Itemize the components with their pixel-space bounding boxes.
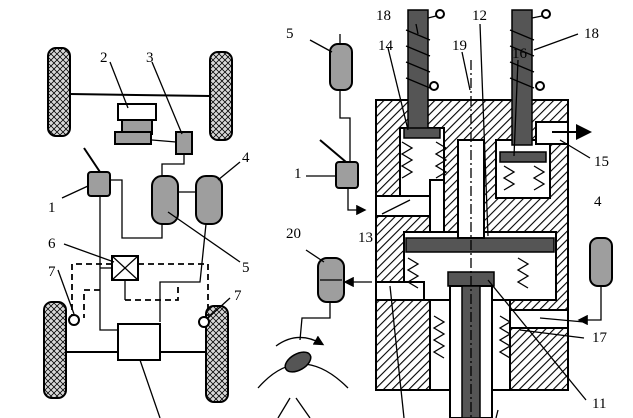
- control-schematic: [257, 34, 372, 418]
- spring-lower: [432, 315, 512, 359]
- reservoir-5: [329, 43, 353, 91]
- valve-cross-section: [375, 9, 613, 418]
- label-3: 3: [146, 50, 154, 66]
- label-14: 14: [378, 38, 394, 54]
- governor: [175, 131, 193, 155]
- reservoir-4-right: [589, 237, 613, 287]
- air-reservoir-5: [151, 175, 179, 225]
- label-19: 19: [452, 38, 467, 54]
- brake-cam: [284, 351, 312, 373]
- label-12: 12: [472, 8, 487, 24]
- label-6: 6: [48, 236, 56, 252]
- solenoid-right: [509, 9, 551, 146]
- front-right-wheel: [209, 51, 233, 141]
- label-7-right: 7: [234, 288, 242, 304]
- rear-left-wheel: [43, 301, 67, 399]
- label-20: 20: [286, 226, 301, 242]
- label-4-right: 4: [594, 194, 602, 210]
- spring-upper-left: [400, 141, 448, 179]
- air-reservoir-4: [195, 175, 223, 225]
- label-18-right: 18: [584, 26, 599, 42]
- brake-valve: [335, 161, 359, 189]
- vehicle-layout: [43, 47, 241, 418]
- label-4-left: 4: [242, 150, 250, 166]
- brake-chamber-rear-right: [198, 316, 210, 328]
- brake-chamber-rear-left: [68, 314, 80, 326]
- rear-right-wheel: [205, 305, 229, 403]
- spring-middle: [406, 257, 530, 289]
- label-5-mid: 5: [286, 26, 294, 42]
- brake-pedal-left: [83, 147, 101, 173]
- engine-block: [117, 103, 157, 121]
- label-13: 13: [358, 230, 373, 246]
- brake-pedal: [319, 139, 347, 163]
- rear-differential: [117, 323, 161, 361]
- label-1-mid: 1: [294, 166, 302, 182]
- front-left-wheel: [47, 47, 71, 137]
- side-port-left: [375, 281, 425, 301]
- label-11: 11: [592, 396, 606, 412]
- label-1-left: 1: [48, 200, 56, 216]
- valve-head-left: [403, 127, 441, 139]
- label-18-left: 18: [376, 8, 391, 24]
- label-15: 15: [594, 154, 609, 170]
- label-17: 17: [592, 330, 608, 346]
- brake-valve-left: [87, 171, 111, 197]
- prop-shaft: [139, 359, 161, 418]
- front-axle: [69, 93, 211, 97]
- rotation-arrow: [275, 335, 325, 347]
- diaphragm-piston: [405, 237, 555, 253]
- label-5-left: 5: [242, 260, 250, 276]
- valve-head-right: [499, 151, 547, 163]
- spring-upper-right: [502, 165, 546, 191]
- label-7-left: 7: [48, 264, 56, 280]
- compressor-base: [114, 131, 152, 145]
- label-2: 2: [100, 50, 108, 66]
- label-16: 16: [512, 46, 528, 62]
